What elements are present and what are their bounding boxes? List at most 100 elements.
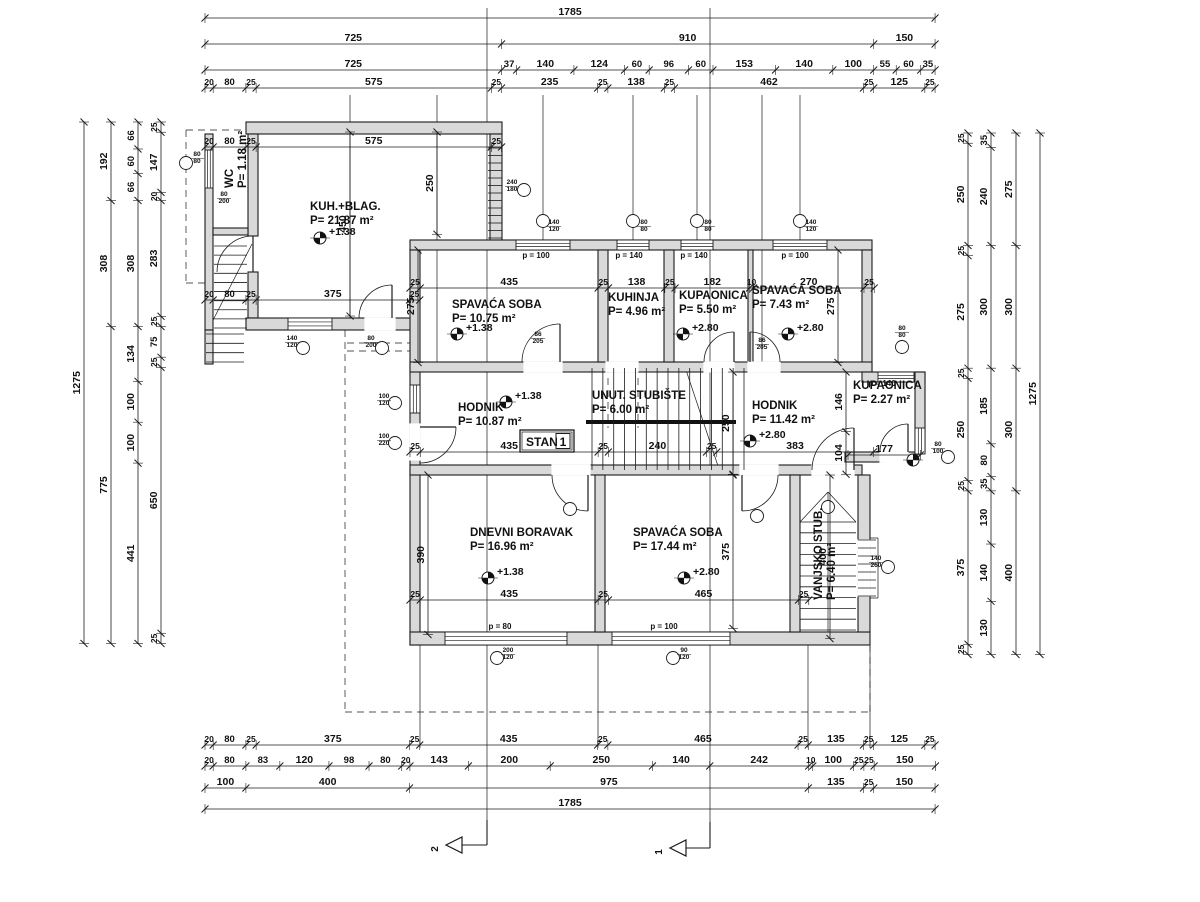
dim-label: 25 — [864, 277, 874, 287]
dim-label: 20 — [204, 734, 214, 744]
dim-label: 120 — [296, 754, 314, 766]
dim-label: 135 — [827, 776, 845, 788]
dim-label: 270 — [800, 276, 818, 288]
level-marker — [500, 402, 506, 408]
room-area: P= 7.43 m² — [752, 299, 809, 311]
window — [611, 631, 731, 646]
door-opening — [551, 464, 591, 476]
room-name: SPAVAĆA SOBA — [633, 526, 723, 539]
size-fraction: 200 — [366, 342, 377, 349]
size-fraction: 140 — [287, 335, 298, 342]
dim-label: 300 — [1003, 421, 1015, 439]
dim-label: 130 — [978, 619, 990, 637]
dim-label: 104 — [833, 444, 845, 462]
dim-label: 83 — [258, 755, 269, 766]
wall — [861, 249, 873, 373]
window — [877, 371, 915, 383]
dim-label: 124 — [591, 58, 609, 70]
dim-label: 10 — [747, 277, 757, 287]
dim-label: 200 — [501, 754, 519, 766]
room-area: P= 10.75 m² — [452, 313, 516, 325]
dim-label: 250 — [593, 754, 611, 766]
window — [287, 317, 333, 331]
dim-label: 400 — [1003, 564, 1015, 582]
size-fraction: 80 — [193, 158, 201, 165]
window — [204, 149, 214, 189]
dim-label: 80 — [979, 455, 990, 466]
dim-label: 25 — [925, 77, 935, 87]
annotation-circle — [563, 502, 577, 516]
dim-label: 465 — [695, 588, 713, 600]
size-fraction: 205 — [533, 338, 544, 345]
door-swing-arc — [521, 323, 561, 363]
room-name: SPAVAĆA SOBA — [452, 298, 542, 311]
room-name: KUH.+BLAG. — [310, 201, 381, 213]
dim-label: 125 — [891, 733, 909, 745]
dim-label: 60 — [126, 156, 137, 167]
annotation-text: p = 80 — [489, 622, 512, 631]
annotation-circle — [750, 509, 764, 523]
dim-label: 275 — [405, 297, 417, 315]
dim-label: 20 — [204, 77, 214, 87]
level-marker — [913, 454, 919, 460]
dim-label: 25 — [864, 77, 874, 87]
dim-label: 25 — [925, 734, 935, 744]
size-fraction: 80 — [704, 226, 712, 233]
dim-label: 25 — [410, 589, 420, 599]
size-fraction: 120 — [503, 654, 514, 661]
door-opening — [703, 361, 735, 373]
dim-label: 35 — [979, 478, 990, 489]
window — [409, 384, 421, 414]
room-name: KUPAONICA — [679, 290, 748, 302]
dim-label: 192 — [98, 152, 110, 170]
dim-label: 375 — [324, 733, 342, 745]
size-fraction: 86 — [534, 331, 542, 338]
dim-label: 575 — [365, 135, 383, 147]
dim-label: 235 — [541, 76, 559, 88]
unit-number-box — [555, 433, 571, 449]
wall — [489, 133, 503, 243]
dim-label: 25 — [149, 316, 159, 326]
dim-label: 140 — [978, 564, 990, 582]
unit-label-box — [519, 429, 575, 453]
size-fraction: 120 — [806, 226, 817, 233]
wall — [204, 329, 214, 365]
dim-label: 25 — [410, 289, 420, 299]
dim-label: 25 — [599, 589, 609, 599]
section-arrow — [668, 839, 687, 857]
dim-label: 138 — [628, 276, 646, 288]
level-marker — [683, 328, 689, 334]
annotation-circle — [941, 450, 955, 464]
dim-label: 400 — [817, 548, 829, 566]
dim-label: 66 — [126, 182, 137, 193]
wall — [663, 249, 675, 363]
size-fraction: 120 — [549, 226, 560, 233]
dim-label: 140 — [537, 58, 555, 70]
dim-label: 25 — [799, 589, 809, 599]
size-fraction: 80 — [640, 226, 648, 233]
annotation-circle — [517, 183, 531, 197]
room-area: P= 6.00 m² — [592, 404, 649, 416]
door-swing-arc — [216, 235, 254, 273]
dim-label: 25 — [492, 136, 502, 146]
annotation-text: p = 100 — [650, 622, 678, 631]
door-swing-arc — [879, 423, 909, 453]
construction-line — [827, 491, 857, 523]
room-area: P= 5.50 m² — [679, 304, 736, 316]
dim-label: 80 — [224, 289, 235, 300]
construction-line — [799, 491, 829, 523]
dim-label: 25 — [854, 755, 864, 765]
dim-label: 20 — [401, 755, 411, 765]
room-name: SPAVAĆA SOBA — [752, 284, 842, 297]
door-opening — [605, 361, 639, 373]
dim-label: 25 — [246, 734, 256, 744]
dim-label: 25 — [665, 277, 675, 287]
room-area: P= 11.42 m² — [752, 414, 815, 426]
dim-label: 650 — [148, 491, 160, 509]
level-marker — [788, 328, 794, 334]
dim-label: 134 — [125, 345, 137, 363]
dim-label: 25 — [956, 246, 966, 256]
size-fraction: 80 — [367, 335, 375, 342]
dim-label: 153 — [736, 58, 754, 70]
dim-label: 375 — [955, 559, 967, 577]
